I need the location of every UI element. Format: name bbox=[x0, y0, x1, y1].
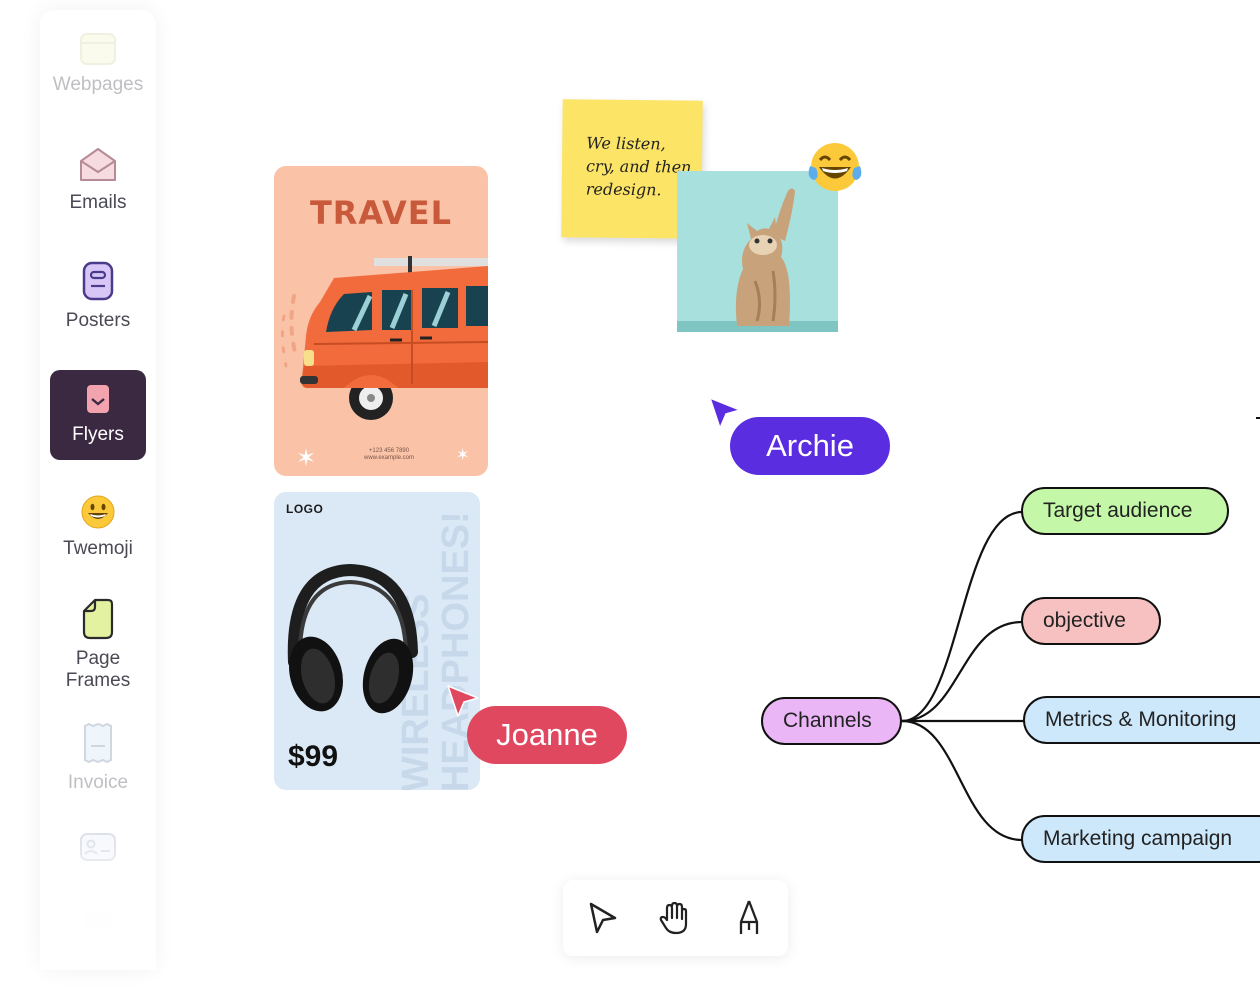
sidebar-item-page-frames[interactable]: Page Frames bbox=[50, 598, 146, 692]
sidebar-item-label: Posters bbox=[65, 310, 131, 331]
sidebar-item-label: Emails bbox=[69, 192, 127, 213]
svg-text:✶: ✶ bbox=[456, 445, 469, 464]
archie-cursor-icon bbox=[709, 397, 741, 429]
travel-website: www.example.com bbox=[363, 455, 414, 461]
pen-tool-icon[interactable] bbox=[729, 898, 769, 938]
headphones-flyer-card[interactable]: LOGO WIRELESS HEADPHONES! $99 bbox=[274, 492, 480, 790]
sidebar-item-twemoji[interactable]: Twemoji bbox=[50, 494, 146, 560]
cat-photo[interactable] bbox=[677, 171, 838, 332]
sidebar-item-invoice[interactable]: Invoice bbox=[50, 722, 146, 794]
travel-flyer-card[interactable]: TRAVEL ✶ ✶ +123 456 7890 bbox=[274, 166, 488, 476]
mind-map-node-objective[interactable]: objective bbox=[1021, 597, 1161, 645]
sidebar-item-label: Webpages bbox=[52, 74, 144, 95]
archie-cursor-label: Archie bbox=[730, 417, 890, 475]
mind-map-node-marketing[interactable]: Marketing campaign bbox=[1021, 815, 1260, 863]
travel-van-illustration: ✶ ✶ bbox=[280, 256, 488, 472]
hand-tool-icon[interactable] bbox=[655, 898, 695, 938]
sidebar-item-flyers[interactable]: Flyers bbox=[50, 370, 146, 460]
invoice-icon bbox=[84, 722, 112, 764]
smiley-icon bbox=[81, 495, 115, 529]
pointer-tool-icon[interactable] bbox=[583, 898, 623, 938]
sidebar-item-label: Invoice bbox=[67, 772, 129, 793]
sidebar-item-posters[interactable]: Posters bbox=[50, 260, 146, 332]
sidebar-item-label: Frames bbox=[65, 670, 131, 691]
flyer-price: $99 bbox=[288, 740, 339, 773]
sidebar-item-emails[interactable]: Emails bbox=[50, 146, 146, 214]
cat-image bbox=[677, 188, 838, 332]
webpage-icon bbox=[80, 33, 116, 65]
laughing-emoji-icon[interactable] bbox=[806, 140, 864, 194]
sidebar-item-label: Page bbox=[75, 648, 121, 669]
sidebar-item-webpages[interactable]: Webpages bbox=[50, 32, 146, 96]
mind-map-node-metrics[interactable]: Metrics & Monitoring bbox=[1023, 696, 1260, 744]
travel-contact-info: +123 456 7890 www.example.com bbox=[344, 448, 434, 462]
flyer-icon bbox=[85, 383, 111, 415]
mind-map-node-target-audience[interactable]: Target audience bbox=[1021, 487, 1229, 535]
joanne-cursor-label: Joanne bbox=[467, 706, 627, 764]
headphones-image bbox=[287, 563, 418, 714]
joanne-cursor-icon bbox=[447, 685, 479, 717]
sidebar-item-label: Flyers bbox=[72, 424, 124, 445]
svg-text:✶: ✶ bbox=[296, 444, 316, 472]
envelope-icon bbox=[80, 148, 116, 181]
sidebar-item-label: Twemoji bbox=[63, 538, 133, 559]
page-frame-icon bbox=[82, 598, 114, 640]
mind-map-node-root[interactable]: Channels bbox=[761, 697, 902, 745]
travel-phone: +123 456 7890 bbox=[368, 448, 410, 454]
canvas-toolbar bbox=[563, 880, 788, 956]
poster-icon bbox=[82, 261, 114, 301]
flyer-logo: LOGO bbox=[286, 502, 324, 516]
travel-title: TRAVEL bbox=[309, 194, 453, 232]
